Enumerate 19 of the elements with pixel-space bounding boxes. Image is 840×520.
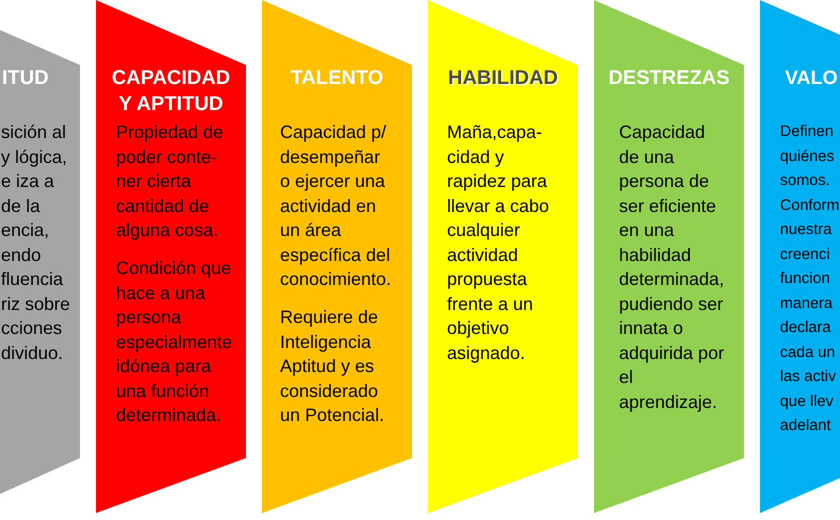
banner-description: sición al y lógica, e iza a de la encia, endo fluencia riz sobre cciones dividuo. xyxy=(1,121,71,364)
banner-heading: VALO xyxy=(785,66,839,91)
banner-heading: HABILIDAD xyxy=(447,66,559,91)
banner-heading: TALENTO xyxy=(290,66,384,91)
banner-description: Requiere de Inteligencia Aptitud y es considerado un Potencial. xyxy=(280,306,386,427)
banner-panel xyxy=(594,0,744,513)
banner-description: Maña,capa- cidad y rapidez para llevar a cabo cualquier actividad propuesta frente a un objetivo asignado. xyxy=(447,121,550,365)
banner-heading: ITUD xyxy=(2,66,50,91)
banner-description: Capacidad de una persona de ser eficiente en una habilidad determinada, pudiendo ser innata o adquirida por el aprendizaje. xyxy=(619,121,725,414)
banner-description: Condición que hace a una persona especialmente idónea para una función determinada. xyxy=(116,257,234,427)
banner-heading: DESTREZAS xyxy=(607,66,731,91)
banner-panel xyxy=(428,0,578,513)
banner-panel xyxy=(760,0,840,513)
banner-description: Capacidad p/ desempeñar o ejercer una actividad en un área específica del conocimiento. xyxy=(280,121,392,291)
banner-description: Definen quiénes somos. Conform nuestra creenci funcion manera declara cada un las activ que llev adelant xyxy=(780,122,840,436)
banner-panel xyxy=(96,0,246,513)
banner-heading: CAPACIDAD Y APTITUD xyxy=(110,66,232,117)
banner-description: Propiedad de poder conte- ner cierta cantidad de alguna cosa. xyxy=(116,121,224,242)
banner-panel xyxy=(262,0,412,513)
